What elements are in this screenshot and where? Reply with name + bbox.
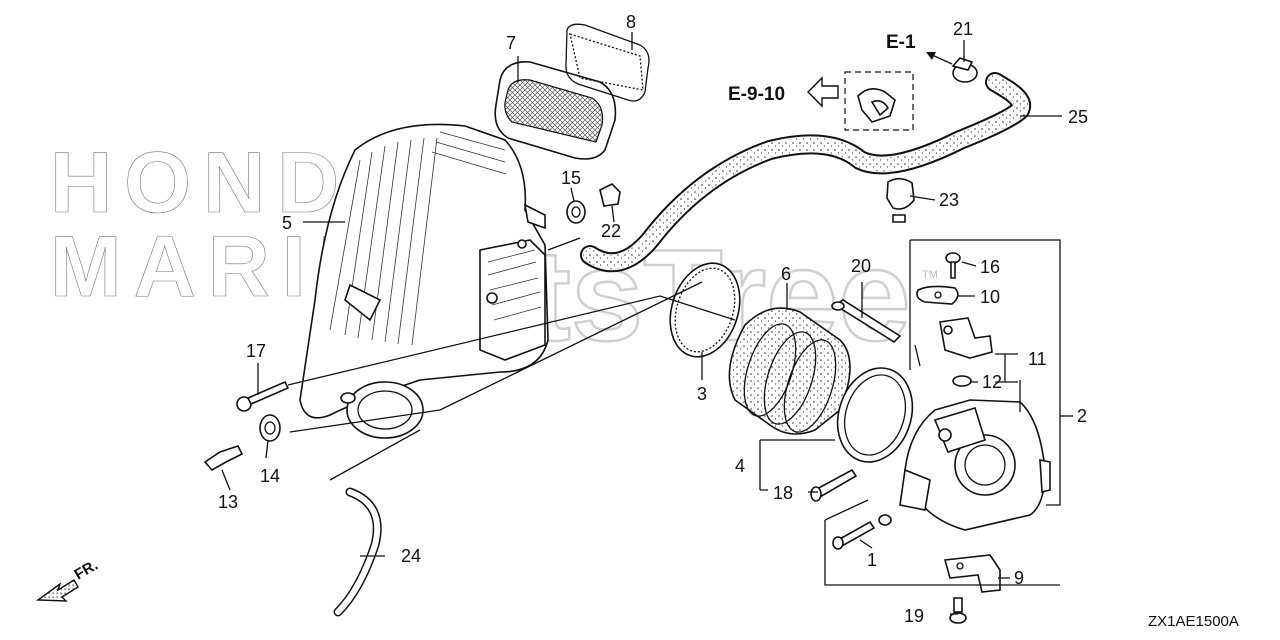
cap-22 — [599, 183, 621, 207]
o-ring-12 — [952, 375, 972, 387]
callout-20: 20 — [851, 256, 871, 276]
air-filter-element — [494, 61, 617, 160]
bracket-9 — [943, 554, 1001, 593]
callout-12: 12 — [982, 372, 1002, 392]
leader-lines — [221, 32, 1073, 615]
callout-10: 10 — [980, 287, 1000, 307]
hose-clamp-dashed-box — [844, 71, 914, 131]
throttle-body — [899, 399, 1051, 531]
callout-9: 9 — [1014, 568, 1024, 588]
callout-15: 15 — [561, 168, 581, 188]
callout-1: 1 — [867, 550, 877, 570]
flange-bolt-18 — [810, 468, 858, 502]
flange-bolt-20 — [831, 299, 902, 344]
callout-numbers: 1 2 3 4 5 6 7 8 9 10 11 12 13 14 15 16 1… — [218, 12, 1088, 626]
callout-22: 22 — [601, 221, 621, 241]
front-direction-arrow: FR. — [35, 557, 101, 602]
callout-4: 4 — [735, 456, 745, 476]
callout-11: 11 — [1028, 349, 1047, 369]
callout-2: 2 — [1077, 406, 1087, 426]
callout-21: 21 — [953, 19, 973, 39]
hose-band-4 — [836, 367, 914, 463]
breather-hose — [580, 72, 1031, 273]
callout-14: 14 — [260, 466, 280, 486]
callout-5: 5 — [282, 213, 292, 233]
callout-19: 19 — [904, 606, 924, 626]
callout-13: 13 — [218, 492, 238, 512]
air-filter-gasket — [565, 23, 650, 102]
drain-plug-13 — [203, 445, 244, 472]
drain-tube — [333, 487, 382, 617]
connecting-tube — [728, 307, 851, 435]
callout-3: 3 — [697, 384, 707, 404]
screw-washer-1 — [832, 514, 892, 550]
hose-clip-21 — [951, 57, 978, 83]
watermark-trademark: TM — [922, 269, 938, 281]
diagram-code: ZX1AE1500A — [1148, 613, 1239, 630]
callout-25: 25 — [1068, 107, 1088, 127]
reference-e1: E-1 — [886, 32, 916, 53]
grommet-14 — [259, 414, 281, 442]
screw-16 — [945, 252, 961, 279]
callout-24: 24 — [401, 546, 421, 566]
reference-e9-10: E-9-10 — [728, 84, 785, 105]
front-direction-label: FR. — [72, 557, 101, 584]
callout-18: 18 — [773, 483, 793, 503]
bolt-17 — [236, 380, 290, 412]
air-cleaner-housing — [299, 123, 549, 439]
callout-7: 7 — [506, 33, 516, 53]
callout-6: 6 — [781, 264, 791, 284]
bolt-19 — [949, 597, 967, 624]
callout-16: 16 — [980, 257, 1000, 277]
callout-8: 8 — [626, 12, 636, 32]
hose-clip-23 — [886, 177, 915, 223]
callout-17: 17 — [246, 341, 266, 361]
grommet-15 — [566, 200, 586, 224]
callout-23: 23 — [939, 190, 959, 210]
map-sensor — [939, 317, 993, 359]
sensor-plate-10 — [916, 285, 959, 305]
